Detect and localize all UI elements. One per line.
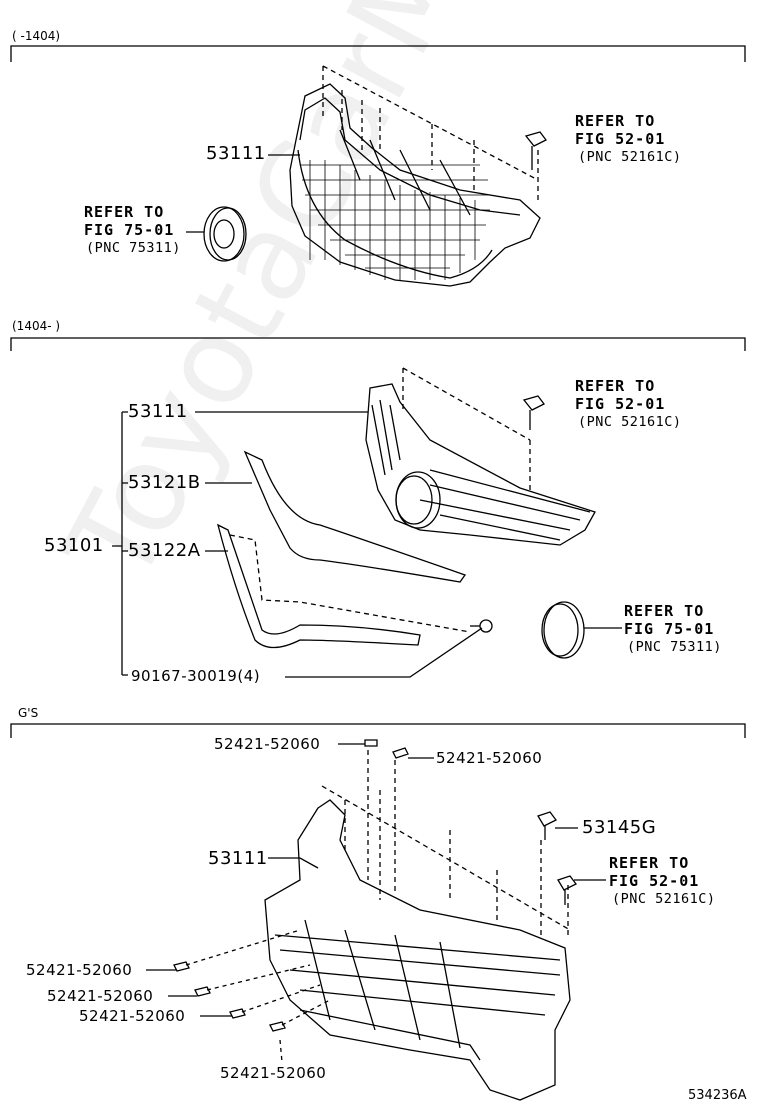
s2-part-53121B: 53121B [128, 472, 201, 493]
s2-leader-screw [285, 627, 483, 678]
s2-molding-upper [243, 450, 467, 583]
s3-seal-label-1: 52421-52060 [214, 735, 321, 753]
s3-leader-53111 [268, 857, 319, 869]
s3-clip-icons [537, 811, 577, 905]
s2-ref-a-line1: REFER TO [575, 377, 656, 395]
s3-dash-lines [321, 750, 571, 935]
section-1-range: ( -1404) [12, 29, 61, 43]
s3-seal-label-5: 52421-52060 [79, 1007, 186, 1025]
s1-ref-a-line3: (PNC 52161C) [578, 149, 682, 165]
s3-seal-pads [173, 739, 409, 1032]
s3-ref-line2: FIG 52-01 [609, 872, 700, 890]
figure-id: 534236A [688, 1088, 747, 1103]
s2-emblem-b [541, 601, 585, 659]
s2-screw-icon [470, 619, 493, 633]
s1-ref-b-line1: REFER TO [84, 203, 165, 221]
s1-ref-a-line2: FIG 52-01 [575, 130, 666, 148]
s1-honeycomb [300, 160, 490, 280]
s2-molding-dash [229, 534, 471, 633]
s3-seal-label-6: 52421-52060 [220, 1064, 327, 1082]
section-3-bracket [10, 723, 746, 738]
s2-ref-b-line3: (PNC 75311) [627, 639, 722, 655]
s2-assy-53101: 53101 [44, 535, 104, 556]
s2-ref-a-line2: FIG 52-01 [575, 395, 666, 413]
s3-ref-line3: (PNC 52161C) [612, 891, 716, 907]
s3-seal-label-4: 52421-52060 [47, 987, 154, 1005]
s3-part-53145G: 53145G [582, 817, 657, 838]
section-1-bracket [10, 45, 746, 62]
s2-part-screw: 90167-30019(4) [131, 667, 261, 685]
s1-grille [289, 83, 541, 287]
s1-ref-b-line2: FIG 75-01 [84, 221, 175, 239]
s2-ref-b-line1: REFER TO [624, 602, 705, 620]
s1-ref-a-line1: REFER TO [575, 112, 656, 130]
s2-dash-lines [402, 367, 531, 490]
s1-emblem [203, 206, 247, 262]
s3-part-53111: 53111 [208, 848, 268, 869]
s2-emblem [395, 471, 441, 529]
s2-bracket [112, 411, 128, 676]
s3-seal-dash [185, 929, 331, 1063]
s2-molding-lower [217, 523, 421, 649]
s2-part-53111: 53111 [128, 401, 188, 422]
s3-grille [264, 799, 571, 1101]
section-2-bracket [10, 337, 746, 351]
s2-grille [365, 383, 596, 546]
s1-part-53111: 53111 [206, 143, 266, 164]
s2-part-53122A: 53122A [128, 540, 201, 561]
s2-ref-a-line3: (PNC 52161C) [578, 414, 682, 430]
s3-seal-label-3: 52421-52060 [26, 961, 133, 979]
s1-ref-b-line3: (PNC 75311) [86, 240, 181, 256]
section-3-range: G'S [18, 706, 39, 720]
s2-clip-icon [522, 395, 545, 430]
section-2-range: (1404- ) [12, 319, 61, 333]
s3-seal-label-2: 52421-52060 [436, 749, 543, 767]
s1-clip-icon [524, 131, 547, 170]
s3-seal-leaders [146, 743, 434, 1017]
s3-ref-line1: REFER TO [609, 854, 690, 872]
s2-ref-b-line2: FIG 75-01 [624, 620, 715, 638]
s1-dash-lines [322, 65, 539, 200]
